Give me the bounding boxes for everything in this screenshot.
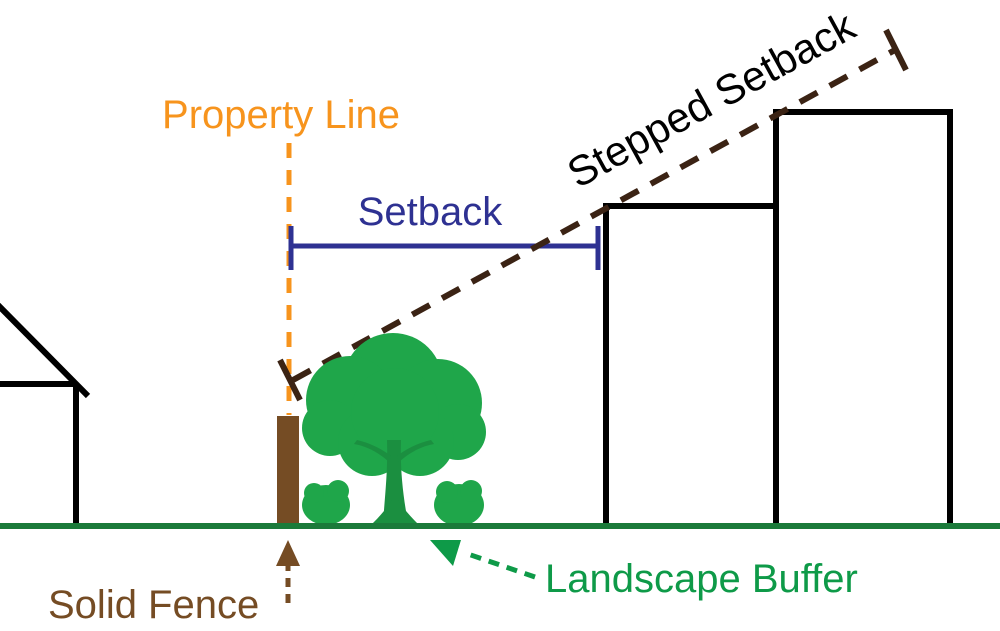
solid-fence-post [277,416,299,526]
stepped-setback-line [277,28,909,402]
tree-icon [302,333,486,524]
landscape-buffer-label: Landscape Buffer [545,557,858,601]
setback-dimension [288,226,601,270]
house-outline-icon [0,302,91,525]
solid-fence-label: Solid Fence [48,583,259,627]
lower-building [603,203,776,525]
building-outline-icon [603,109,953,525]
solid-fence-arrow [276,540,300,605]
shrub-icon [302,480,350,525]
stepped-setback-label: Stepped Setback [559,1,863,196]
taller-building [773,109,953,525]
property-line-label: Property Line [162,93,400,137]
shrub-icon [434,480,484,526]
setback-label: Setback [358,190,504,234]
landscape-buffer-arrow [430,540,536,580]
